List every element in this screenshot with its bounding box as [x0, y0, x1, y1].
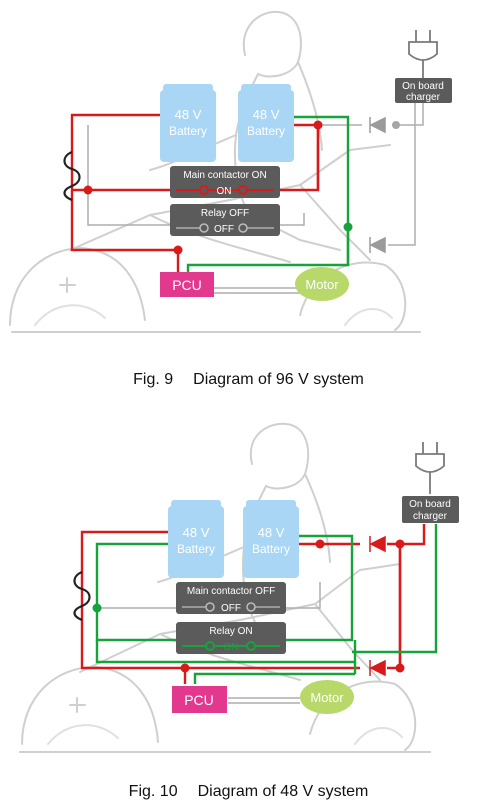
battery-left-label: Battery [177, 542, 215, 556]
main-contactor-title: Main contactor ON [183, 170, 266, 181]
battery-right-voltage: 48 V [258, 525, 285, 540]
pcu-block: PCU [160, 272, 214, 297]
main-contactor-title: Main contactor OFF [187, 586, 275, 597]
battery-right-voltage: 48 V [253, 107, 280, 122]
charger-line1: On board [409, 499, 451, 510]
junction-dots [92, 539, 405, 673]
relay: Relay OFF OFF [170, 204, 280, 236]
switch-icon [176, 185, 274, 195]
wires-green [186, 115, 350, 272]
fuse-icon [63, 150, 81, 202]
charger-box: On board charger [402, 496, 459, 523]
battery-left-voltage: 48 V [183, 525, 210, 540]
junction-dots [83, 120, 400, 255]
battery-right-label: Battery [252, 542, 290, 556]
battery-left: 48 V Battery [168, 500, 224, 578]
diagram-96v: 48 V Battery 48 V Battery Main contactor… [9, 10, 452, 333]
diode-icon [369, 535, 386, 677]
motor-block: Motor [295, 267, 349, 301]
battery-right-label: Battery [247, 124, 285, 138]
figure-9-title: Diagram of 96 V system [193, 371, 364, 388]
main-contactor: Main contactor OFF OFF [176, 582, 286, 614]
relay-title: Relay OFF [201, 208, 249, 219]
figure-9-number: Fig. 9 [133, 371, 174, 388]
pcu-label: PCU [172, 277, 202, 293]
battery-right: 48 V Battery [238, 84, 294, 162]
battery-left: 48 V Battery [160, 84, 216, 162]
switch-icon [182, 602, 280, 612]
fuse-icon [73, 570, 91, 622]
relay: Relay ON ON [176, 622, 286, 654]
charger-box: On board charger [395, 78, 452, 103]
motor-label: Motor [310, 690, 344, 705]
figure-10-number: Fig. 10 [128, 783, 178, 800]
relay-state: ON [224, 642, 239, 653]
figure-10-title: Diagram of 48 V system [197, 783, 369, 800]
battery-right: 48 V Battery [243, 500, 299, 578]
switch-icon [176, 223, 274, 233]
main-contactor: Main contactor ON ON [170, 166, 280, 198]
pcu-block: PCU [172, 686, 227, 713]
figure-9: 48 V Battery 48 V Battery Main contactor… [0, 0, 497, 360]
charger-line1: On board [402, 81, 444, 92]
diode-icon [369, 116, 386, 254]
plug-icon [415, 442, 445, 494]
figure-10: 48 V Battery 48 V Battery Main contactor… [0, 422, 497, 777]
motor-label: Motor [305, 277, 339, 292]
battery-left-label: Battery [169, 124, 207, 138]
switch-icon [182, 641, 280, 651]
plug-icon [408, 30, 438, 78]
figure-9-caption: Fig. 9 Diagram of 96 V system [0, 371, 497, 389]
motor-block: Motor [300, 680, 354, 714]
charger-line2: charger [413, 511, 448, 522]
relay-title: Relay ON [209, 626, 252, 637]
charger-line2: charger [406, 92, 441, 103]
figure-10-caption: Fig. 10 Diagram of 48 V system [0, 783, 497, 801]
diagram-48v: 48 V Battery 48 V Battery Main contactor… [19, 422, 459, 753]
pcu-label: PCU [184, 692, 214, 708]
wires-green [95, 524, 438, 684]
main-contactor-state: OFF [221, 603, 241, 614]
battery-left-voltage: 48 V [175, 107, 202, 122]
main-contactor-state: ON [217, 186, 232, 197]
wires-red [80, 524, 426, 684]
relay-state: OFF [214, 224, 234, 235]
